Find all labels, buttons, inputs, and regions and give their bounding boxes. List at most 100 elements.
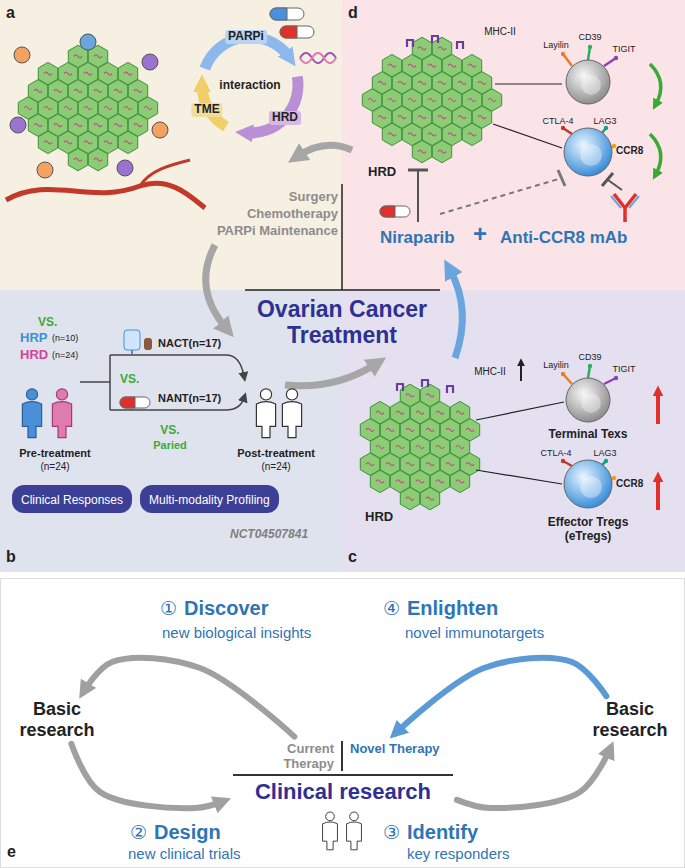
text-label: HRD	[269, 111, 301, 125]
workflow-arrows	[206, 145, 463, 386]
tumor-cells-part	[456, 42, 464, 49]
workflow-arrows-part	[285, 364, 376, 386]
tumor-cells-part	[74, 124, 82, 127]
tumor-cells-part	[438, 150, 446, 153]
person-icon-part	[22, 402, 41, 438]
trial-design-part	[110, 409, 226, 411]
text-label: ③	[383, 822, 400, 844]
text-label: Enlighten	[407, 597, 498, 620]
text-label: (n=24)	[40, 461, 69, 473]
tumor-cells-part	[388, 64, 396, 67]
tumor-cells-part	[88, 148, 107, 170]
text-label: CD39	[578, 32, 601, 42]
text-label: HRD	[365, 510, 393, 525]
tumor-cells-part	[398, 81, 406, 84]
tumor-cells-part	[406, 394, 414, 397]
tme-illustration-part	[140, 160, 190, 186]
tumor-cells-part	[468, 99, 476, 102]
person-icon-part	[26, 389, 37, 400]
person-icon	[256, 389, 275, 438]
text-label: Effector Tregs (eTregs)	[538, 516, 638, 544]
tumor-cells-part	[74, 55, 82, 58]
pill-icon-part	[380, 206, 410, 217]
text-label: Ovarian Cancer Treatment	[235, 296, 450, 349]
pill-icon	[280, 26, 314, 38]
text-label: HRD	[368, 165, 396, 180]
text-label: (n=24)	[52, 350, 78, 360]
tumor-cells-part	[382, 123, 401, 145]
tumor-cells-part	[94, 89, 102, 92]
therapy-row: Current TherapyNovel Therapy	[233, 741, 453, 776]
tumor-cells-part	[456, 411, 464, 414]
text-label: Pre-treatment	[19, 447, 91, 460]
tumor-cells-part	[64, 72, 72, 75]
tme-illustration	[6, 8, 336, 208]
tumor-cells-part	[446, 463, 454, 466]
text-label: CTLA-4	[540, 448, 571, 458]
panel-letter: b	[6, 548, 16, 566]
trial-design-part	[80, 381, 110, 383]
pill-icon-part	[270, 8, 304, 20]
tumor-cells-part	[74, 89, 82, 92]
tumor-cells-part	[366, 463, 374, 466]
text-label: ①	[160, 598, 177, 620]
workflow-arrows-part	[298, 145, 352, 156]
immune-cell-part	[563, 54, 572, 66]
person-icon-part	[347, 822, 362, 850]
text-label: Post-treatment	[237, 447, 315, 460]
text-label: key responders	[407, 845, 510, 862]
tumor-cells-part	[124, 107, 132, 110]
tumor-cells-part	[466, 463, 474, 466]
tumor-cells-part	[468, 64, 476, 67]
tumor-cells-part	[388, 99, 396, 102]
tumor-cells-part	[406, 497, 414, 500]
immune-cell-part	[564, 128, 612, 176]
pill-icon	[270, 8, 304, 20]
node-heading: Clinical research	[233, 779, 453, 805]
tumor-cells-part	[38, 131, 57, 153]
pill-icon-part	[380, 206, 395, 217]
text-label: NCT04507841	[230, 528, 308, 542]
person-icon-part	[56, 389, 67, 400]
tumor-cells-part	[478, 81, 486, 84]
text-label: TIGIT	[613, 44, 636, 54]
immune-cell-part	[614, 376, 618, 380]
tumor-cells-part	[104, 107, 112, 110]
tumor-cells-part	[388, 133, 396, 136]
immune-cell-part	[580, 144, 602, 166]
tumor-cells-part	[406, 428, 414, 431]
immune-cell-part	[580, 476, 602, 498]
panel-letter: d	[348, 4, 358, 22]
tumor-cells-part	[406, 463, 414, 466]
tumor-cells-part	[74, 158, 82, 161]
tumor-cells-part	[114, 124, 122, 127]
tumor-cells-part	[450, 470, 469, 492]
workflow-arrows-part	[450, 270, 462, 358]
tumor-cells-part	[456, 446, 464, 449]
tumor-immune-illustration-part	[520, 363, 522, 381]
text-label: VS.	[38, 316, 57, 330]
dna-icon	[300, 53, 336, 63]
person-icon	[52, 389, 71, 438]
tumor-cells-part	[134, 124, 142, 127]
person-icon-part	[260, 389, 271, 400]
tumor-cells-part	[436, 411, 444, 414]
tumor-immune-illustration-part	[656, 478, 660, 510]
tumor-cells	[360, 380, 479, 510]
text-label: CCR8	[616, 145, 643, 157]
text-label: TME	[191, 103, 222, 117]
person-icon	[347, 812, 362, 850]
tumor-cells-part	[44, 107, 52, 110]
tumor-cells-part	[428, 99, 436, 102]
tumor-cells-part	[34, 124, 42, 127]
combination-illustration-part	[558, 170, 565, 186]
tumor-cells	[18, 45, 157, 171]
therapy-label: Current Therapy	[233, 741, 343, 771]
tumor-cells-part	[416, 411, 424, 414]
combination-illustration-part	[493, 124, 562, 148]
text-label: Discover	[184, 597, 269, 620]
tumor-cells-part	[448, 99, 456, 102]
immune-cell-part	[614, 56, 618, 60]
text-label: TIGIT	[613, 364, 636, 374]
panel-letter: c	[348, 548, 357, 566]
